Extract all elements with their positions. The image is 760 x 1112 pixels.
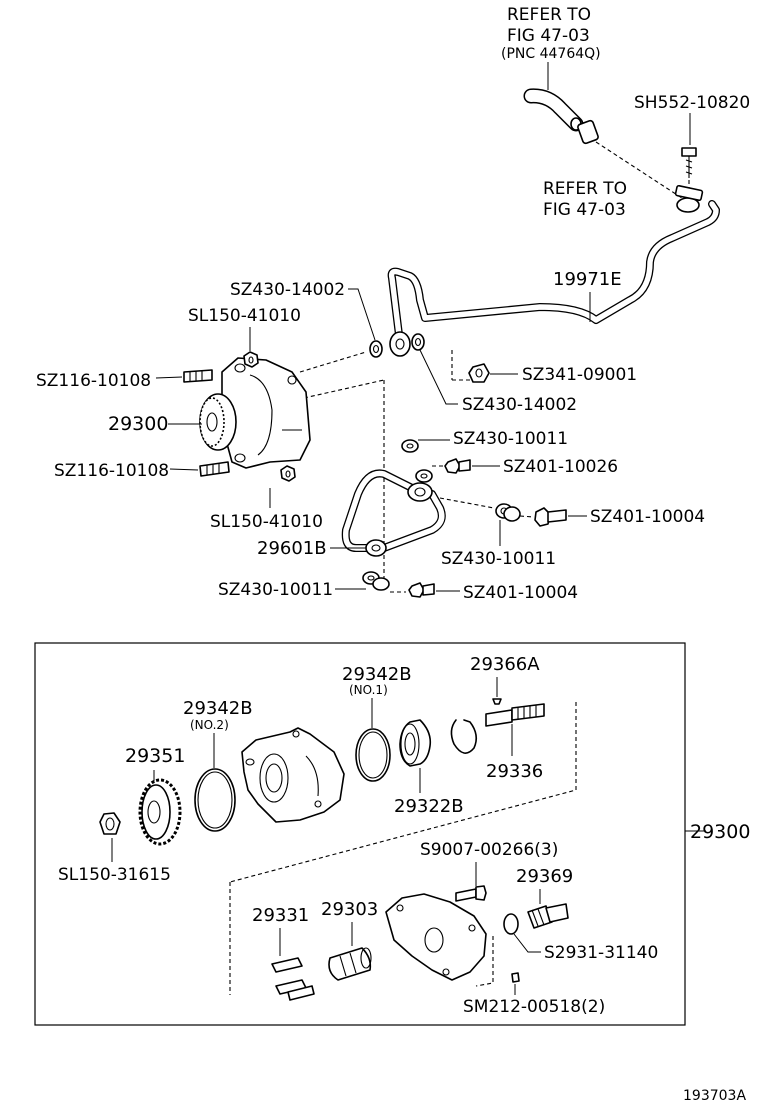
dash-pump-pipe (299, 351, 367, 373)
leader-s2931 (513, 933, 541, 953)
screw-s9007-00266 (455, 885, 487, 902)
label-29322b: 29322B (394, 796, 464, 817)
label-29303: 29303 (321, 899, 378, 920)
label-29601b: 29601B (257, 538, 327, 559)
bearing-29322b (399, 719, 432, 767)
dash-pump-pipe-2 (303, 379, 385, 399)
label-sl150-41010-a: SL150-41010 (188, 306, 301, 326)
stud-sz116-10108-a (183, 369, 213, 383)
label-sz401-10026: SZ401-10026 (503, 457, 618, 477)
vanes-29331 (271, 957, 315, 1001)
label-29351: 29351 (125, 745, 185, 767)
leader-sz116-b (169, 468, 199, 471)
gasket-sz430-10011-c (362, 571, 390, 591)
gasket-sz430-14002-b (411, 333, 425, 351)
pump-cover-plate (385, 893, 487, 981)
bolt-sz401-10004-b (408, 582, 435, 598)
hose-clamp (577, 119, 599, 145)
label-sm212-00518: SM212-00518(2) (463, 997, 605, 1017)
label-no2: (NO.2) (190, 718, 229, 732)
label-29300-box: 29300 (690, 821, 750, 843)
refer-to-label-top: REFER TO (507, 5, 591, 25)
pin-sm212-00518 (511, 972, 520, 983)
nut-sz341-09001 (468, 363, 490, 383)
key-29366a (492, 698, 502, 705)
label-sz116-10108-b: SZ116-10108 (54, 461, 169, 481)
label-sl150-31615: SL150-31615 (58, 865, 171, 885)
label-29366a: 29366A (470, 654, 540, 675)
nut-sl150-41010-b (280, 465, 296, 482)
rotor-29303 (328, 947, 372, 981)
refer-to-label-mid: REFER TO (543, 179, 627, 199)
label-29300-top: 29300 (108, 413, 168, 435)
o-ring-29342b-no1 (355, 728, 391, 782)
label-29369: 29369 (516, 866, 573, 887)
figure-number: 193703A (683, 1088, 746, 1104)
oil-pipe-29601b (341, 469, 446, 557)
bolt-sz401-10004-a (534, 507, 567, 527)
nut-sl150-41010-a (243, 351, 259, 368)
label-sz430-10011-a: SZ430-10011 (453, 429, 568, 449)
label-29342b-no1: 29342B (342, 664, 412, 685)
gasket-sz430-10011-a (401, 439, 433, 483)
label-sl150-41010-b: SL150-41010 (210, 512, 323, 532)
vacuum-pump-29300 (199, 357, 311, 469)
label-sz430-10011-b: SZ430-10011 (441, 549, 556, 569)
leader-sz430-14002-a (348, 288, 376, 341)
label-29331: 29331 (252, 905, 309, 926)
gear-29351 (138, 778, 182, 846)
label-no1: (NO.1) (349, 683, 388, 697)
vacuum-hose (523, 88, 599, 145)
snap-ring (450, 719, 478, 754)
o-ring-29342b-no2 (194, 768, 236, 832)
dash-sz401-a (519, 515, 535, 518)
label-sz401-10004-a: SZ401-10004 (590, 507, 705, 527)
dash-gasket-b (439, 497, 495, 509)
label-sz430-10011-c: SZ430-10011 (218, 580, 333, 600)
dash-assembly-upper (229, 702, 577, 883)
valve-29369 (527, 903, 569, 929)
stud-sz116-10108-b (199, 461, 230, 477)
leader-sz430-14002-b (419, 349, 458, 405)
nut-sl150-31615 (99, 812, 121, 835)
label-sh552-10820: SH552-10820 (634, 93, 750, 113)
gasket-sz430-14002-a (369, 340, 383, 358)
label-29342b-no2: 29342B (183, 698, 253, 719)
vacuum-pipe-19971e (387, 184, 720, 357)
gasket-s2931-31140 (503, 913, 519, 935)
shaft-29336 (485, 703, 545, 727)
dash-hose-to-pipe (595, 141, 689, 203)
dash-assembly-right (475, 936, 494, 987)
label-sz430-14002-a: SZ430-14002 (230, 280, 345, 300)
refer-fig-label-mid: FIG 47-03 (543, 200, 626, 220)
bolt-sh552 (681, 147, 697, 178)
exploded-view-box (34, 642, 686, 1026)
label-29336: 29336 (486, 761, 543, 782)
label-s9007-00266: S9007-00266(3) (420, 840, 558, 860)
label-sz430-14002-b: SZ430-14002 (462, 395, 577, 415)
label-19971e: 19971E (553, 269, 622, 290)
leader-sz116-a (155, 376, 183, 379)
label-sz116-10108-a: SZ116-10108 (36, 371, 151, 391)
gasket-sz430-10011-b (495, 503, 521, 522)
refer-pnc-label: (PNC 44764Q) (501, 46, 601, 62)
refer-fig-label-top: FIG 47-03 (507, 26, 590, 46)
label-sz401-10004-b: SZ401-10004 (463, 583, 578, 603)
label-sz341-09001: SZ341-09001 (522, 365, 637, 385)
label-s2931-31140: S2931-31140 (544, 943, 658, 963)
bolt-sz401-10026 (444, 458, 471, 474)
pump-housing (241, 727, 345, 823)
